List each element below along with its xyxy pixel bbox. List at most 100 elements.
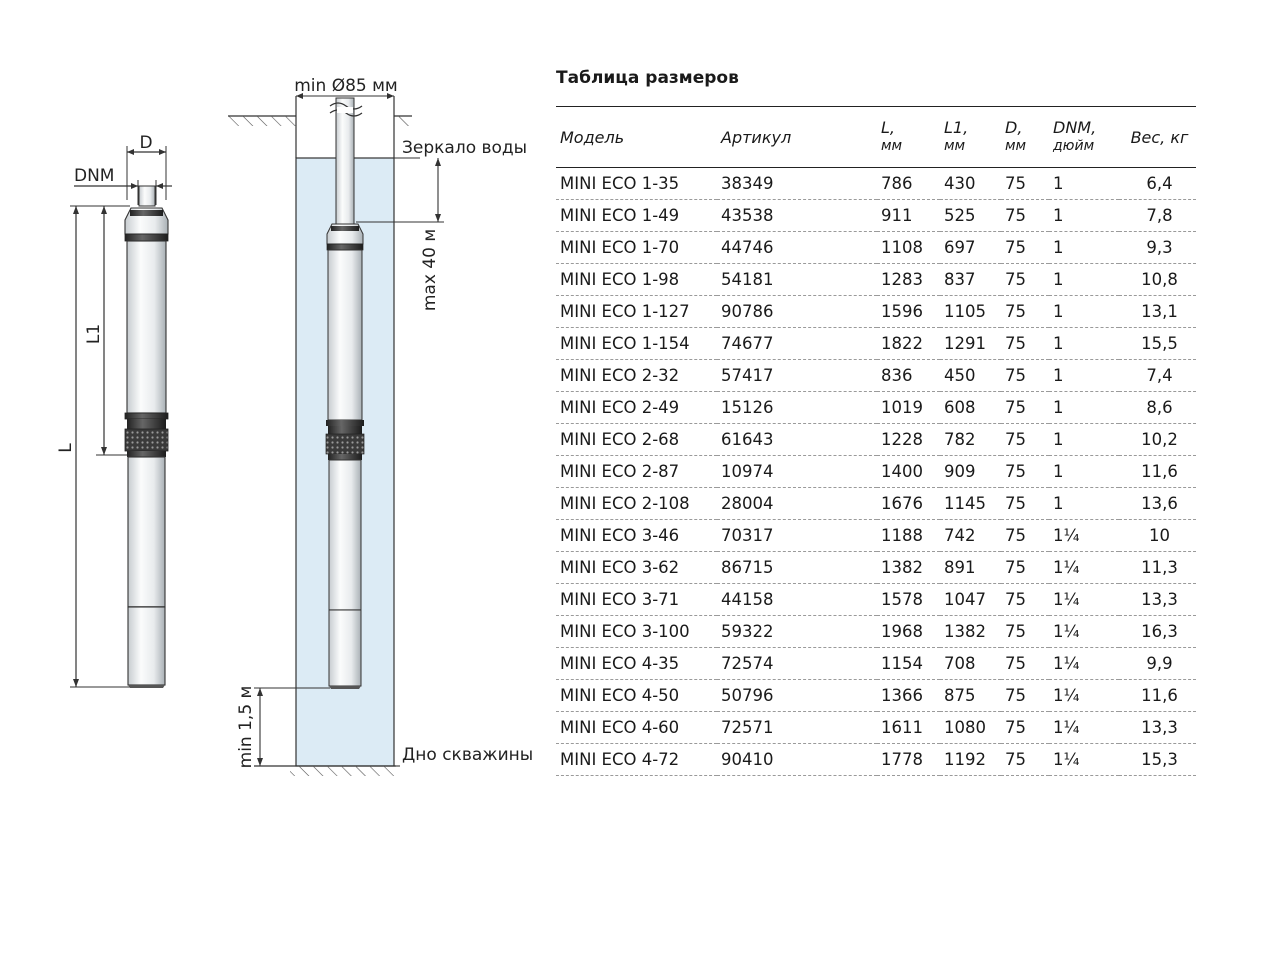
cell-l: 1283 <box>877 263 940 296</box>
cell-article: 90786 <box>717 295 877 328</box>
cell-l: 1228 <box>877 423 940 456</box>
well-schematic: min Ø85 мм Зеркало воды max 40 м <box>228 76 533 776</box>
cell-weight: 8,6 <box>1119 391 1196 424</box>
cell-l: 836 <box>877 359 940 392</box>
cell-l1: 1047 <box>940 583 1001 616</box>
cell-dnm: 1¼ <box>1049 583 1119 616</box>
cell-l: 1968 <box>877 615 940 648</box>
cell-dnm: 1 <box>1049 167 1119 200</box>
cell-l: 1019 <box>877 391 940 424</box>
cell-dnm: 1¼ <box>1049 711 1119 744</box>
cell-article: 72571 <box>717 711 877 744</box>
label-min-bottom: min 1,5 м <box>236 686 256 769</box>
cell-l: 1578 <box>877 583 940 616</box>
cell-model: MINI ECO 3-46 <box>556 519 717 552</box>
cell-l1: 782 <box>940 423 1001 456</box>
cell-l1: 450 <box>940 359 1001 392</box>
cell-article: 70317 <box>717 519 877 552</box>
pump-diagram: D DNM L1 L <box>56 76 533 776</box>
cell-d: 75 <box>1001 615 1049 648</box>
cell-weight: 11,6 <box>1119 679 1196 712</box>
header-dnm: DNM,дюйм <box>1049 106 1119 168</box>
label-l1: L1 <box>84 324 104 344</box>
cell-l1: 525 <box>940 199 1001 232</box>
cell-l1: 608 <box>940 391 1001 424</box>
cell-l1: 1105 <box>940 295 1001 328</box>
cell-article: 44746 <box>717 231 877 264</box>
cell-weight: 15,3 <box>1119 743 1196 776</box>
cell-weight: 11,3 <box>1119 551 1196 584</box>
cell-l: 786 <box>877 167 940 200</box>
cell-model: MINI ECO 4-60 <box>556 711 717 744</box>
cell-dnm: 1 <box>1049 487 1119 520</box>
label-well-bottom: Дно скважины <box>402 745 533 765</box>
label-min-diameter: min Ø85 мм <box>294 76 398 96</box>
cell-d: 75 <box>1001 295 1049 328</box>
cell-weight: 16,3 <box>1119 615 1196 648</box>
cell-l: 911 <box>877 199 940 232</box>
cell-l: 1778 <box>877 743 940 776</box>
cell-dnm: 1¼ <box>1049 679 1119 712</box>
cell-article: 90410 <box>717 743 877 776</box>
cell-weight: 10,8 <box>1119 263 1196 296</box>
cell-d: 75 <box>1001 199 1049 232</box>
cell-l: 1822 <box>877 327 940 360</box>
size-table: Модель Артикул L,мм L1,мм D,мм DNM,дюйм … <box>556 106 1196 776</box>
cell-dnm: 1 <box>1049 391 1119 424</box>
cell-weight: 10,2 <box>1119 423 1196 456</box>
cell-l: 1400 <box>877 455 940 488</box>
cell-weight: 13,1 <box>1119 295 1196 328</box>
cell-d: 75 <box>1001 263 1049 296</box>
cell-l1: 875 <box>940 679 1001 712</box>
cell-dnm: 1¼ <box>1049 551 1119 584</box>
cell-d: 75 <box>1001 743 1049 776</box>
cell-d: 75 <box>1001 327 1049 360</box>
cell-model: MINI ECO 1-70 <box>556 231 717 264</box>
cell-d: 75 <box>1001 391 1049 424</box>
cell-weight: 6,4 <box>1119 167 1196 200</box>
cell-d: 75 <box>1001 551 1049 584</box>
cell-l: 1188 <box>877 519 940 552</box>
cell-weight: 15,5 <box>1119 327 1196 360</box>
cell-l: 1382 <box>877 551 940 584</box>
cell-model: MINI ECO 2-87 <box>556 455 717 488</box>
table-title: Таблица размеров <box>556 68 739 88</box>
cell-article: 44158 <box>717 583 877 616</box>
header-l: L,мм <box>877 106 940 168</box>
header-d-unit: мм <box>1005 138 1027 154</box>
cell-d: 75 <box>1001 647 1049 680</box>
cell-d: 75 <box>1001 487 1049 520</box>
cell-model: MINI ECO 1-98 <box>556 263 717 296</box>
cell-dnm: 1 <box>1049 327 1119 360</box>
cell-weight: 13,3 <box>1119 711 1196 744</box>
header-dnm-label: DNM, <box>1053 118 1097 137</box>
cell-article: 15126 <box>717 391 877 424</box>
cell-model: MINI ECO 2-108 <box>556 487 717 520</box>
cell-model: MINI ECO 3-100 <box>556 615 717 648</box>
cell-article: 28004 <box>717 487 877 520</box>
label-d: D <box>139 133 152 153</box>
cell-d: 75 <box>1001 455 1049 488</box>
cell-weight: 9,3 <box>1119 231 1196 264</box>
cell-article: 72574 <box>717 647 877 680</box>
cell-l: 1596 <box>877 295 940 328</box>
cell-model: MINI ECO 4-72 <box>556 743 717 776</box>
cell-l1: 1192 <box>940 743 1001 776</box>
label-water-mirror: Зеркало воды <box>402 138 527 158</box>
cell-weight: 11,6 <box>1119 455 1196 488</box>
cell-l1: 1291 <box>940 327 1001 360</box>
cell-article: 54181 <box>717 263 877 296</box>
header-d-label: D, <box>1005 118 1023 137</box>
cell-article: 43538 <box>717 199 877 232</box>
header-dnm-unit: дюйм <box>1053 138 1095 154</box>
cell-l1: 837 <box>940 263 1001 296</box>
cell-d: 75 <box>1001 583 1049 616</box>
